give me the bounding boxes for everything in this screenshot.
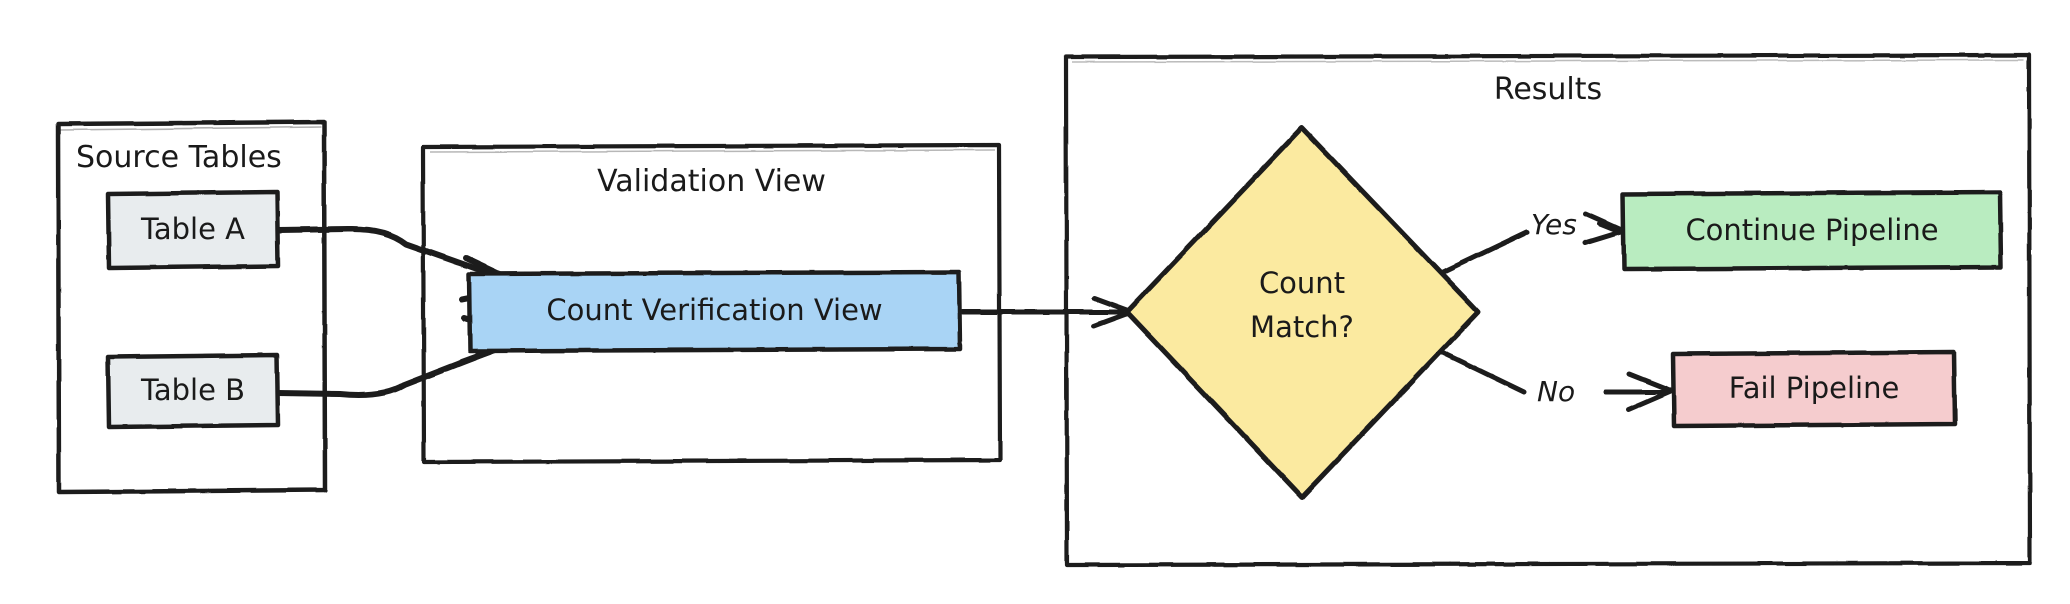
source-tables-container-outline (55, 119, 328, 495)
count-verification-view-shape[interactable] (466, 269, 963, 354)
results-group-title: Results (1493, 72, 1603, 107)
edge-label-yes: Yes (1531, 208, 1577, 241)
table-b-shape[interactable] (105, 352, 281, 430)
edge-label-no: No (1537, 375, 1576, 408)
continue-pipeline-shape[interactable] (1620, 189, 2004, 272)
validation-view-group-title: Validation View (597, 164, 826, 199)
fail-pipeline-shape[interactable] (1670, 349, 1958, 429)
table-a-shape[interactable] (105, 189, 281, 271)
node-shapes (105, 125, 2004, 500)
count-match-decision-shape[interactable] (1124, 125, 1481, 500)
source-tables-group-title: Source Tables (76, 140, 282, 175)
